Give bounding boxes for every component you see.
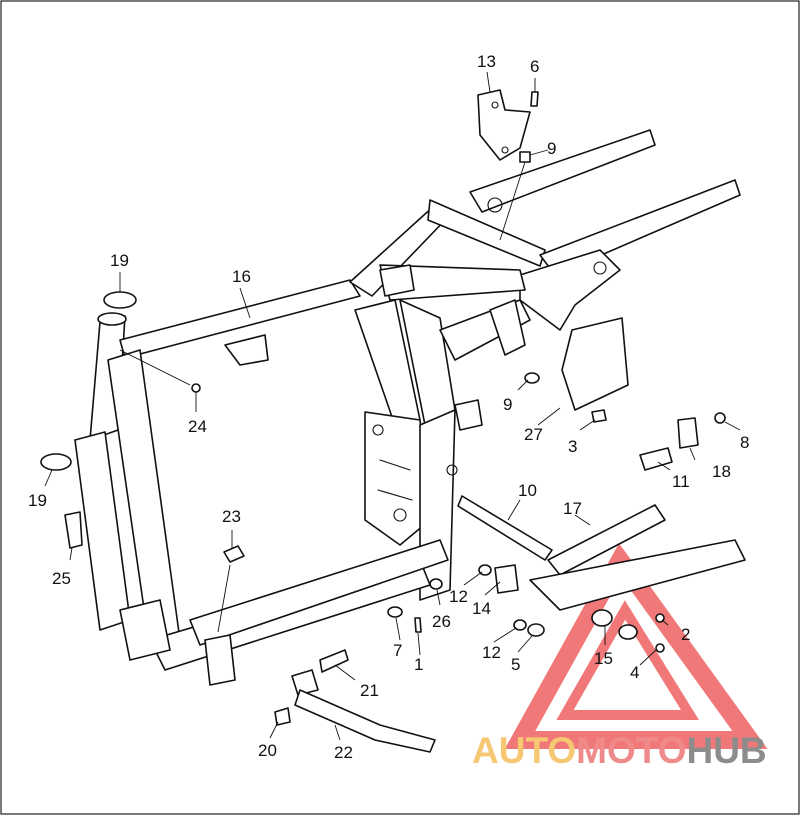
callout-14: 14 — [472, 599, 491, 618]
callout-26: 26 — [432, 612, 451, 631]
callout-8: 8 — [740, 433, 749, 452]
watermark-logo — [504, 543, 768, 749]
pivot-shaft-10 — [457, 495, 553, 561]
pad-23 — [223, 545, 245, 563]
bracket-13 — [477, 89, 531, 161]
callout-11: 11 — [672, 472, 690, 491]
watermark-triangle-icon — [504, 543, 768, 749]
spring-21 — [319, 649, 349, 673]
fitting-24 — [191, 383, 201, 393]
pin-1 — [414, 617, 422, 633]
callout-23: 23 — [222, 507, 241, 526]
stand-pivot — [291, 669, 319, 696]
callout-21: 21 — [360, 681, 379, 700]
clip-18 — [677, 417, 699, 449]
callout-1: 1 — [414, 655, 423, 674]
callout-19-lower: 19 — [28, 491, 47, 510]
screw-6 — [530, 91, 539, 107]
bushing-26 — [429, 578, 443, 590]
watermark-moto: MOTO — [576, 730, 686, 771]
callout-9-upper: 9 — [547, 139, 556, 158]
washer-12-upper — [478, 564, 492, 576]
callout-6: 6 — [530, 57, 539, 76]
nut-9-upper — [519, 151, 531, 163]
main-frame — [74, 129, 741, 686]
swingarm-lower-arm — [529, 539, 746, 611]
swingarm-17 — [547, 504, 666, 576]
callout-13: 13 — [477, 52, 496, 71]
jiffy-stand-22 — [294, 689, 436, 753]
callout-2: 2 — [681, 625, 690, 644]
leader-lines — [44, 71, 741, 741]
bushing-14 — [494, 564, 519, 594]
washer-7 — [387, 606, 403, 618]
callout-7: 7 — [393, 641, 402, 660]
bearing-15 — [591, 609, 613, 627]
callout-27: 27 — [524, 425, 543, 444]
cover-27 — [561, 317, 629, 411]
callout-5: 5 — [511, 655, 520, 674]
bolt-11 — [639, 447, 673, 471]
callout-20: 20 — [258, 741, 277, 760]
callout-10: 10 — [518, 481, 537, 500]
watermark-auto: AUTO — [472, 730, 576, 771]
bearing-15b — [618, 624, 638, 640]
tab-25 — [64, 511, 83, 549]
callout-17: 17 — [563, 499, 582, 518]
callout-19-upper: 19 — [110, 251, 129, 270]
washer-12-lower — [513, 619, 527, 631]
callout-12-upper: 12 — [449, 587, 468, 606]
screw-3 — [591, 409, 607, 423]
callout-16: 16 — [232, 267, 251, 286]
callout-24: 24 — [188, 417, 207, 436]
watermark-text: AUTOMOTOHUB — [472, 730, 767, 771]
callout-3: 3 — [568, 437, 577, 456]
bushing-5 — [527, 623, 545, 637]
callout-22: 22 — [334, 743, 353, 762]
nut-8 — [714, 412, 726, 424]
bearing-cup-19-upper — [103, 291, 137, 309]
callout-18: 18 — [712, 462, 731, 481]
callout-labels: 1 2 3 4 5 6 7 8 9 9 10 11 12 12 13 14 15… — [28, 52, 749, 762]
watermark-hub: HUB — [686, 730, 766, 771]
callout-12-lower: 12 — [482, 643, 501, 662]
callout-25: 25 — [52, 569, 71, 588]
pin-20 — [274, 707, 291, 726]
spacer-9-lower — [524, 372, 540, 384]
screw-4 — [655, 643, 665, 653]
watermark-inner-triangle-icon — [556, 600, 699, 720]
bearing-cup-19-lower — [40, 453, 72, 471]
callout-15: 15 — [594, 649, 613, 668]
callout-4: 4 — [630, 663, 639, 682]
callout-9-lower: 9 — [503, 395, 512, 414]
